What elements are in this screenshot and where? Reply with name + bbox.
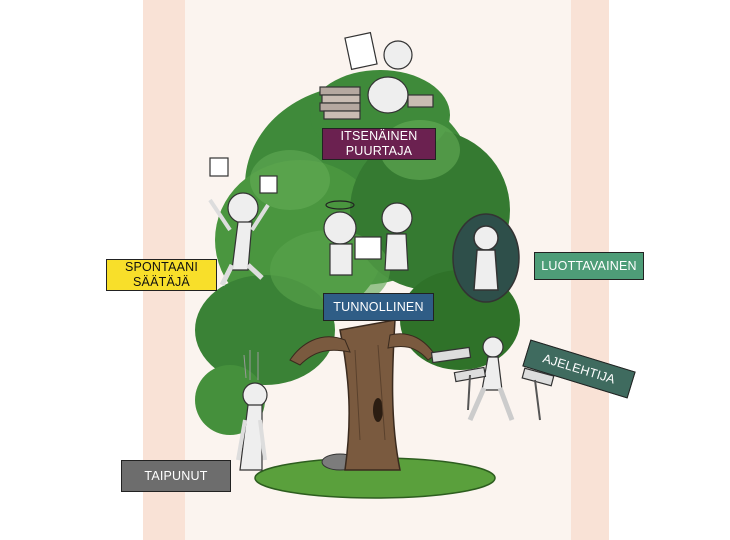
- walking-figure: [430, 336, 555, 422]
- label-luottavainen: LUOTTAVAINEN: [534, 252, 644, 280]
- juggler-figure: [208, 157, 278, 287]
- label-taipunut: TAIPUNUT: [121, 460, 231, 492]
- label-spontaani-saataja: SPONTAANI SÄÄTÄJÄ: [106, 259, 217, 291]
- drooping-figure: [236, 350, 268, 471]
- reader-figure: [319, 31, 434, 120]
- portrait-oval: [452, 213, 520, 303]
- tree-trunk: [289, 319, 436, 471]
- label-tunnollinen: TUNNOLLINEN: [323, 293, 434, 321]
- angel-figures: [323, 200, 413, 276]
- label-itsenainen-puurtaja: ITSENÄINEN PUURTAJA: [322, 128, 436, 160]
